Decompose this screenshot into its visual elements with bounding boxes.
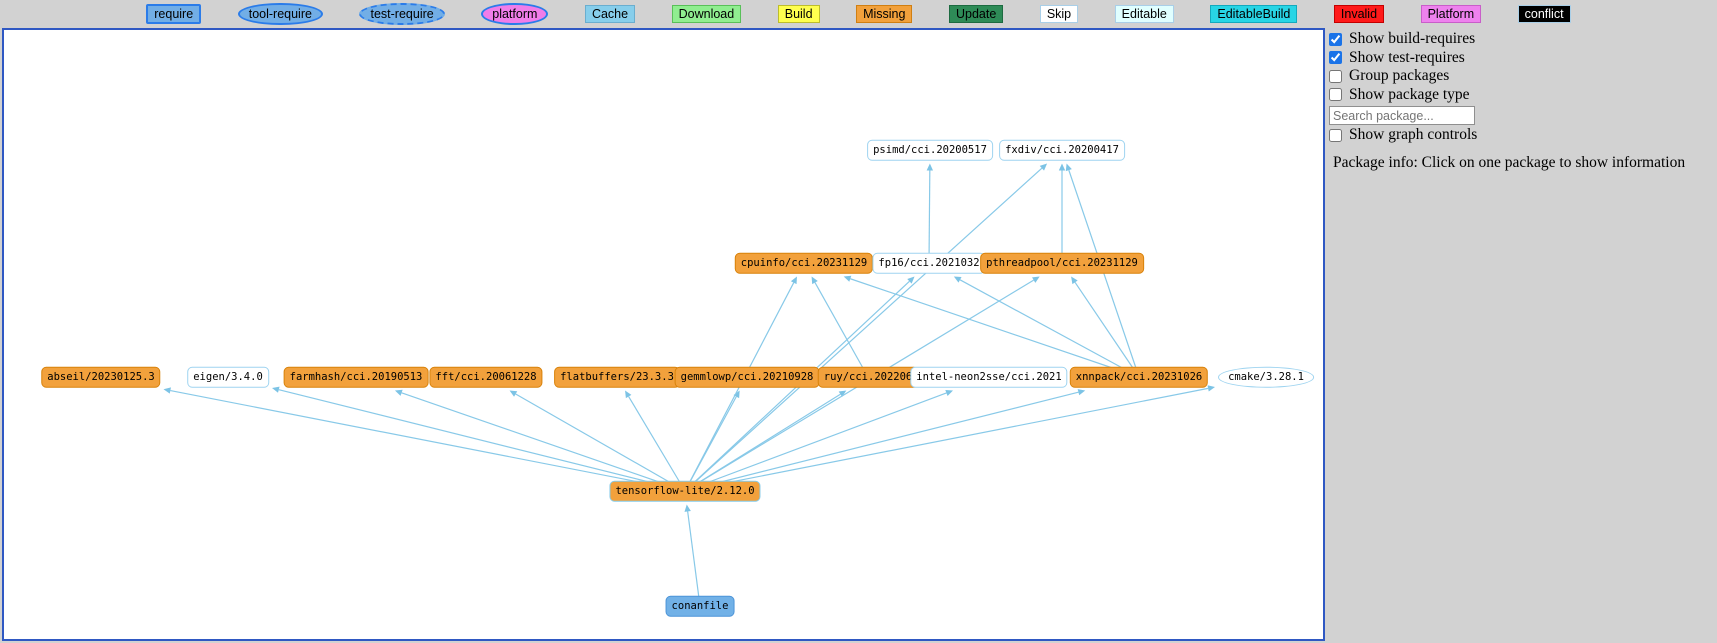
legend-item-platform: platform [481,3,548,26]
graph-node-cpuinfo[interactable]: cpuinfo/cci.20231129 [735,253,873,274]
checkbox-group-packages[interactable] [1329,70,1342,83]
graph-node-fp16[interactable]: fp16/cci.2021032 [872,253,985,274]
graph-node-xnnpack[interactable]: xnnpack/cci.20231026 [1070,367,1208,388]
legend-item-test-require: test-require [359,3,444,26]
graph-node-abseil[interactable]: abseil/20230125.3 [41,367,160,388]
graph-node-eigen[interactable]: eigen/3.4.0 [187,367,269,388]
graph-node-fxdiv[interactable]: fxdiv/cci.20200417 [999,140,1125,161]
legend-item-build: Build [778,5,820,24]
legend-item-update: Update [949,5,1003,24]
legend-item-missing: Missing [856,5,912,24]
legend-item-require: require [146,4,201,25]
legend-item-conflict: conflict [1518,5,1571,24]
legend-item-invalid: Invalid [1334,5,1384,24]
legend-item-editable: Editable [1115,5,1174,24]
graph-node-psimd[interactable]: psimd/cci.20200517 [867,140,993,161]
checkbox-show-package-type[interactable] [1329,88,1342,101]
legend-item-tool-require: tool-require [238,3,323,26]
checkbox-show-build-requires[interactable] [1329,33,1342,46]
checkbox-label: Group packages [1349,67,1449,85]
checkbox-show-graph-controls[interactable] [1329,129,1342,142]
legend-item-editablebuild: EditableBuild [1210,5,1297,24]
checkbox-row-group-packages[interactable]: Group packages [1329,67,1713,86]
checkbox-label: Show test-requires [1349,49,1465,67]
legend-item-skip: Skip [1040,5,1078,24]
graph-node-tflite[interactable]: tensorflow-lite/2.12.0 [609,481,760,502]
package-info-text: Package info: Click on one package to sh… [1329,154,1713,172]
checkbox-label: Show graph controls [1349,126,1477,144]
graph-node-conanfile[interactable]: conanfile [666,596,735,617]
checkbox-row-show-build-requires[interactable]: Show build-requires [1329,30,1713,49]
graph-controls-sidebar: Show build-requiresShow test-requiresGro… [1329,30,1713,172]
checkbox-label: Show build-requires [1349,30,1475,48]
checkbox-show-test-requires[interactable] [1329,51,1342,64]
graph-node-neon2sse[interactable]: intel-neon2sse/cci.2021 [910,367,1067,388]
graph-node-gemmlowp[interactable]: gemmlowp/cci.20210928 [675,367,820,388]
legend-item-cache: Cache [585,5,635,24]
search-input[interactable] [1329,106,1475,125]
graph-node-pthreadpool[interactable]: pthreadpool/cci.20231129 [980,253,1144,274]
checkbox-row-show-graph-controls[interactable]: Show graph controls [1329,126,1713,145]
graph-node-fft[interactable]: fft/cci.20061228 [429,367,542,388]
node-status-legend: require tool-require test-require platform C… [0,0,1717,28]
graph-node-ruy[interactable]: ruy/cci.202206 [818,367,919,388]
legend-item-download: Download [672,5,742,24]
legend-item-platform: Platform [1421,5,1482,24]
graph-node-flatbuffers[interactable]: flatbuffers/23.3.3 [554,367,680,388]
graph-node-cmake[interactable]: cmake/3.28.1 [1218,367,1314,388]
checkbox-row-show-package-type[interactable]: Show package type [1329,86,1713,105]
graph-node-farmhash[interactable]: farmhash/cci.20190513 [284,367,429,388]
checkbox-label: Show package type [1349,86,1470,104]
dependency-graph-canvas[interactable]: psimd/cci.20200517 fxdiv/cci.20200417 cpui… [2,28,1325,641]
checkbox-row-show-test-requires[interactable]: Show test-requires [1329,49,1713,68]
